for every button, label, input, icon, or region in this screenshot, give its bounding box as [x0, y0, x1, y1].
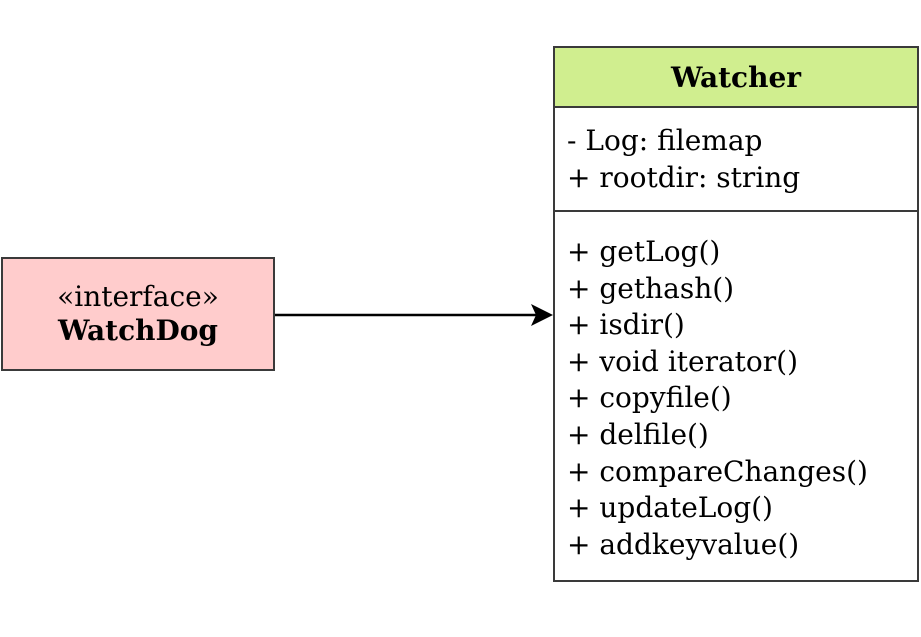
class-name: Watcher: [670, 60, 802, 94]
operation-item: + gethash(): [567, 271, 735, 305]
attribute-item: + rootdir: string: [567, 161, 801, 194]
interface-name: WatchDog: [57, 314, 219, 347]
interface-stereotype: «interface»: [57, 280, 219, 313]
attributes-section: - Log: filemap + rootdir: string: [555, 108, 917, 212]
watchdog-interface-box: «interface» WatchDog: [1, 257, 275, 371]
operation-item: + delfile(): [567, 417, 709, 451]
watcher-class-box: Watcher - Log: filemap + rootdir: string…: [553, 46, 919, 582]
operation-item: + void iterator(): [567, 344, 799, 378]
arrowhead-icon: [531, 304, 553, 326]
operation-item: + copyfile(): [567, 381, 732, 415]
class-header: Watcher: [555, 48, 917, 108]
operations-section: + getLog() + gethash() + isdir() + void …: [555, 212, 917, 563]
operation-item: + isdir(): [567, 308, 685, 342]
operation-item: + addkeyvalue(): [567, 527, 800, 561]
operation-item: + getLog(): [567, 235, 721, 268]
operation-item: + updateLog(): [567, 491, 773, 525]
attribute-item: - Log: filemap: [567, 124, 763, 157]
operation-item: + compareChanges(): [567, 454, 868, 488]
